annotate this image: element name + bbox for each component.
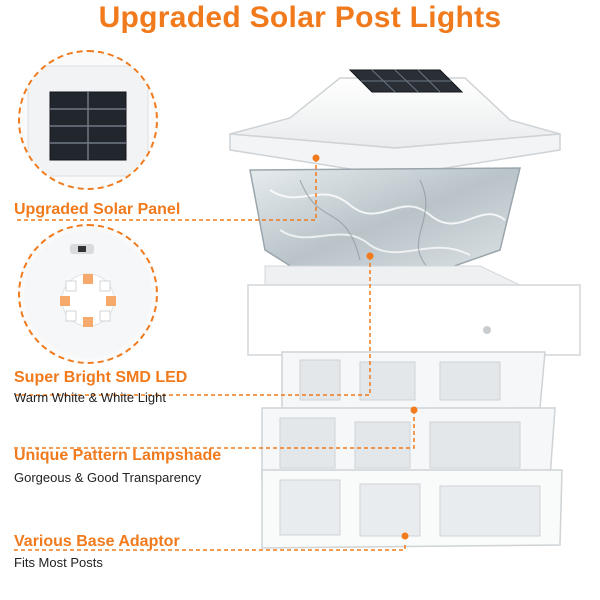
lampshade [249,167,521,279]
leader-dots [312,154,418,540]
led-board-detail [18,224,158,364]
led-board-icon [24,230,152,358]
solar-panel-icon [27,65,149,177]
solar-panel-detail [18,50,158,190]
feature-label-solar-panel: Upgraded Solar Panel [14,201,181,218]
feature-label-lampshade: Unique Pattern Lampshade [14,447,222,464]
page-title: Upgraded Solar Post Lights [98,1,502,34]
top-cap [229,69,561,177]
base-adaptor-lower [261,469,563,549]
light-housing [247,265,581,356]
feature-desc-base-adaptor: Fits Most Posts [14,555,103,570]
cap-solar-panel-icon [348,69,464,93]
leader-lines [14,158,415,551]
base-adaptor-upper [281,351,546,411]
feature-desc-lampshade: Gorgeous & Good Transparency [14,470,202,485]
base-adaptor-middle [261,407,556,481]
feature-label-base-adaptor: Various Base Adaptor [14,533,180,550]
feature-desc-led: Warm White & White Light [14,390,166,405]
feature-label-led: Super Bright SMD LED [14,369,188,386]
